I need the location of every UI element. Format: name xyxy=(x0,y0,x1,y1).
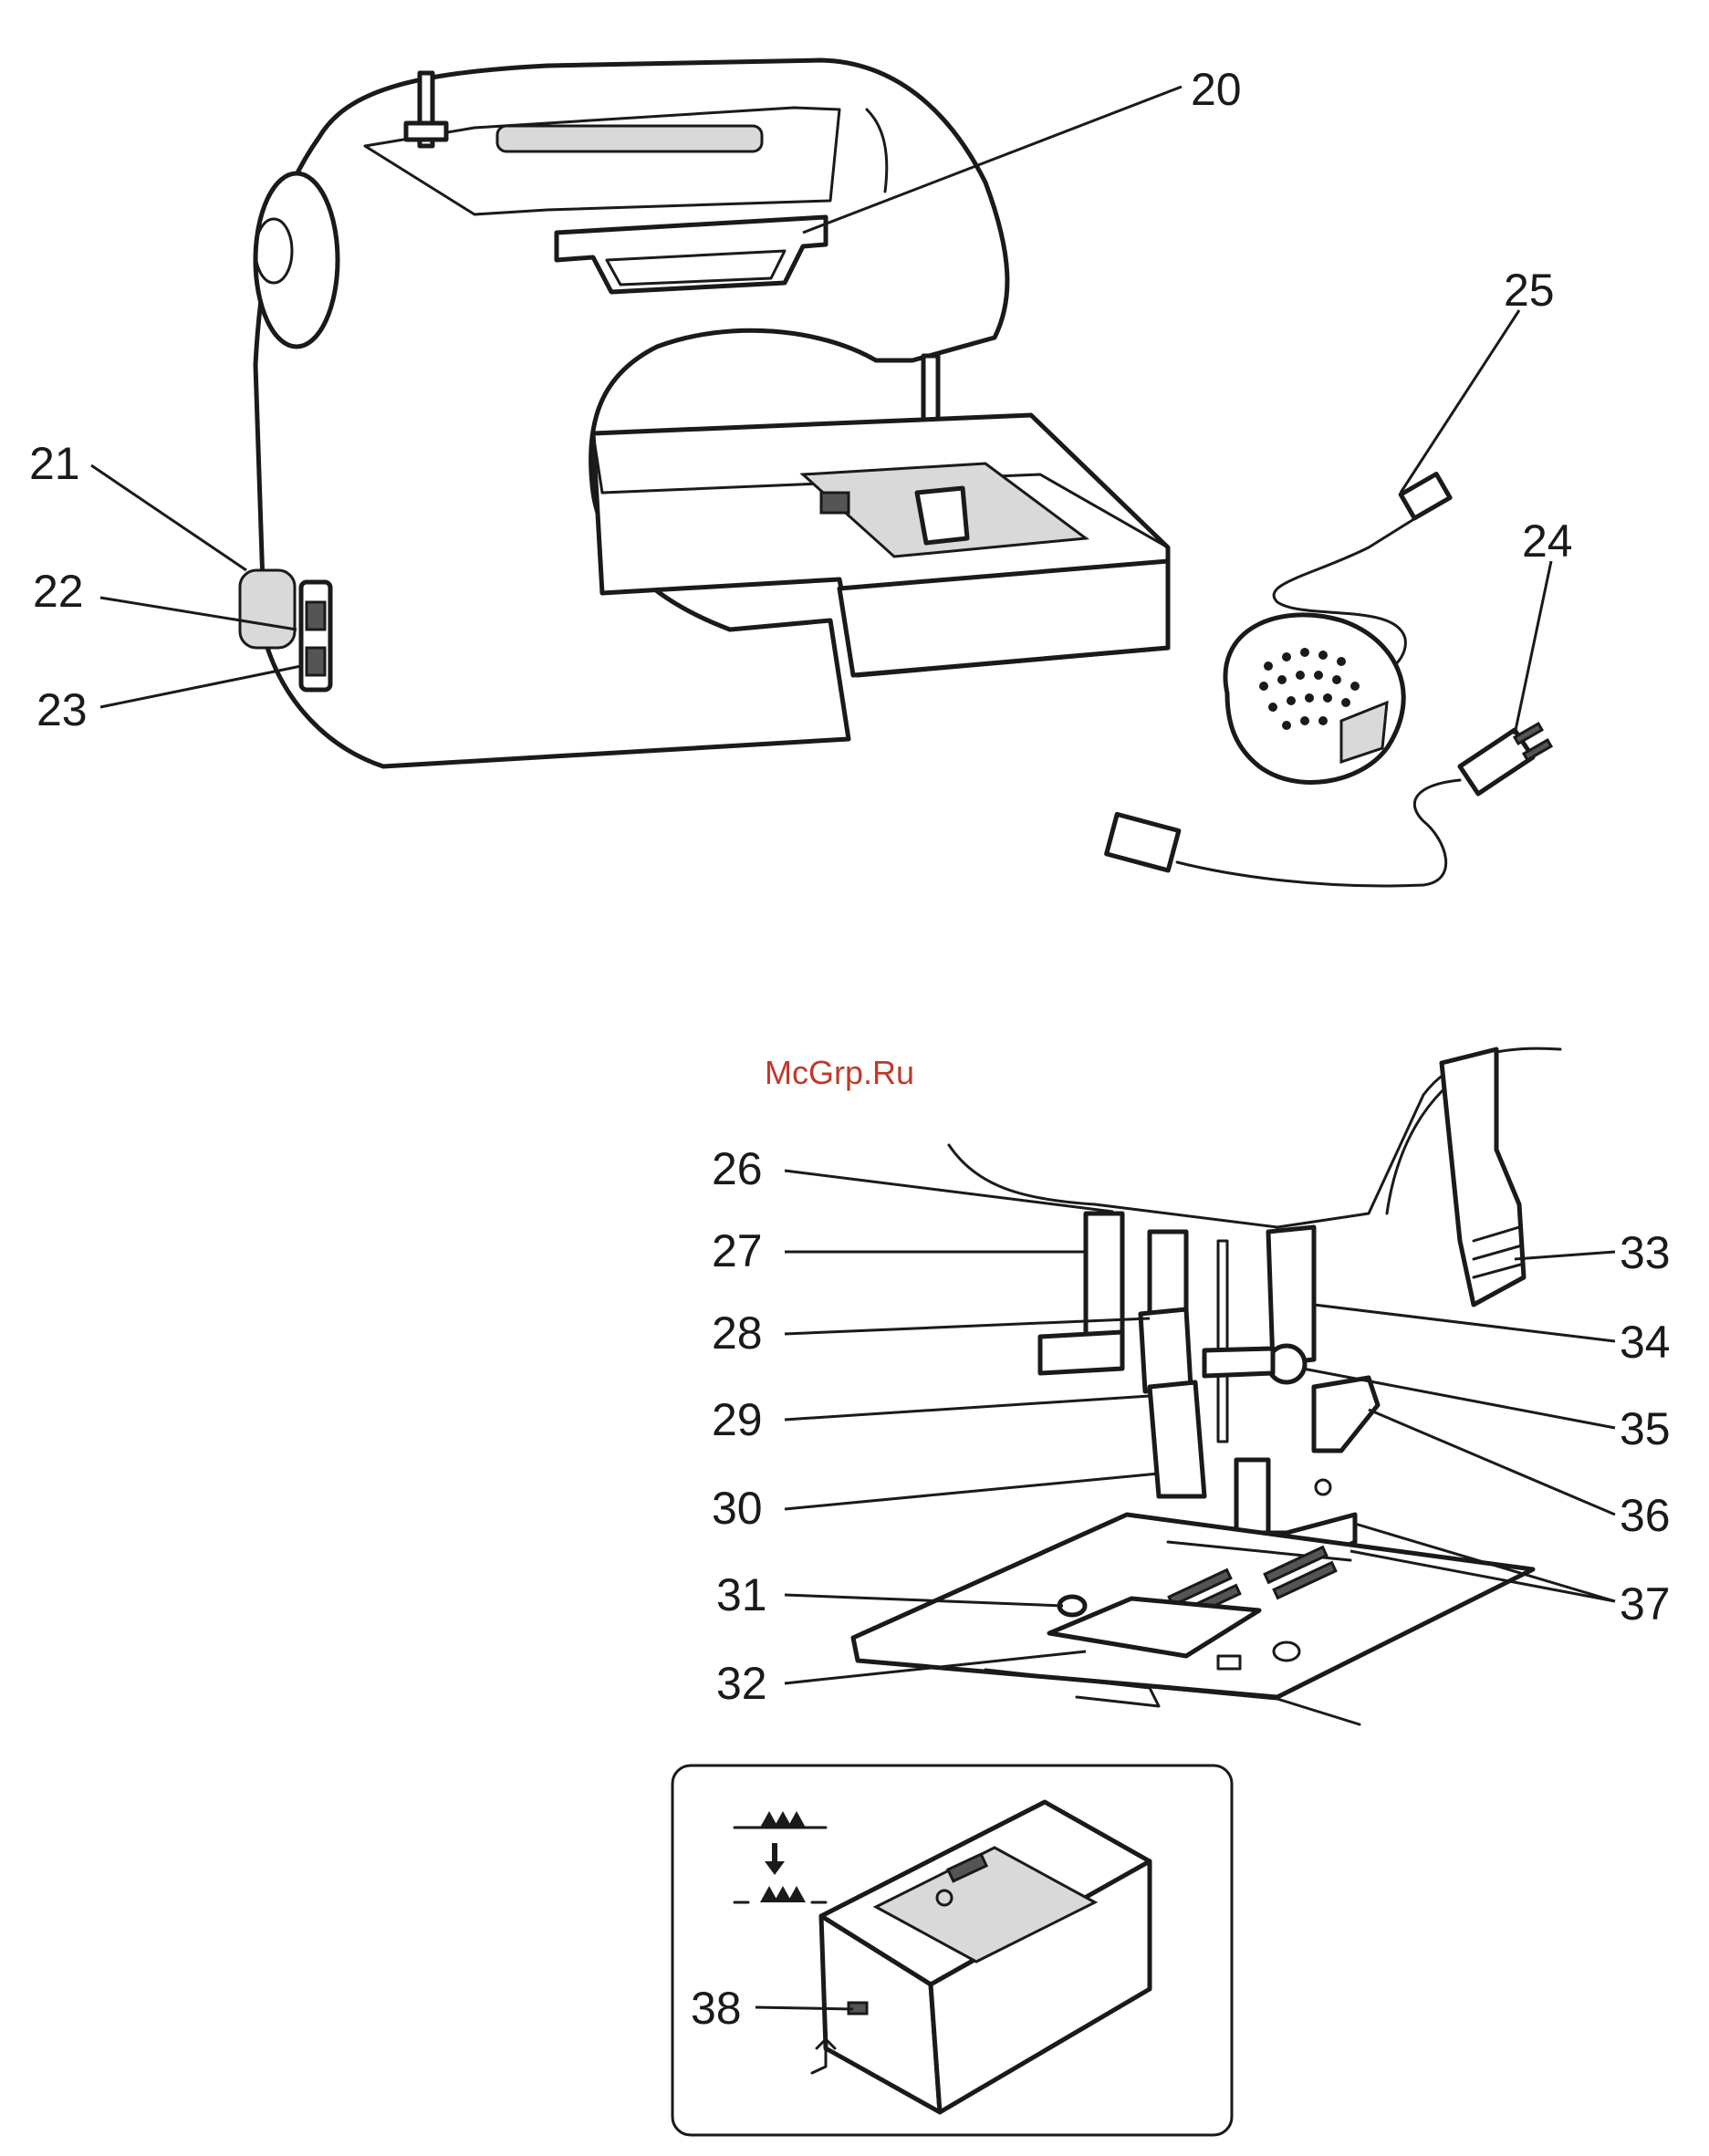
callout-28: 28 xyxy=(712,1307,763,1359)
callout-25: 25 xyxy=(1504,265,1555,316)
needle-clamp-bracket xyxy=(1204,1349,1273,1376)
callout-31: 31 xyxy=(716,1569,767,1620)
handwheel xyxy=(255,173,338,347)
callout-29: 29 xyxy=(712,1394,763,1445)
callout-22: 22 xyxy=(33,566,84,617)
leader-23 xyxy=(100,666,301,707)
callout-32: 32 xyxy=(716,1658,767,1709)
leader-26 xyxy=(785,1171,1113,1212)
callout-34: 34 xyxy=(1620,1317,1671,1368)
leader-21 xyxy=(91,465,246,570)
leader-36 xyxy=(1369,1410,1615,1515)
wall-plug-prong-1 xyxy=(1515,724,1542,744)
holder-screw xyxy=(1316,1480,1330,1495)
feed-dog-drop-inset: 38 xyxy=(672,1765,1232,2135)
leader-24 xyxy=(1515,561,1551,734)
foot-pedal xyxy=(1225,615,1403,783)
needle-bar-closeup xyxy=(1218,1241,1227,1442)
callout-24: 24 xyxy=(1522,516,1573,567)
callout-38: 38 xyxy=(691,1983,742,2034)
power-socket xyxy=(307,648,325,675)
callout-33: 33 xyxy=(1620,1227,1671,1278)
leader-29 xyxy=(785,1396,1150,1420)
machine-plug xyxy=(1107,814,1179,870)
leader-25 xyxy=(1401,310,1519,493)
power-switch xyxy=(307,602,325,630)
sewing-machine-rear-view xyxy=(240,60,1168,766)
bobbin-cover-release xyxy=(1059,1597,1085,1615)
foot-controller-and-cord xyxy=(1107,474,1551,886)
leader-38 xyxy=(756,2007,853,2009)
spool-pin-base xyxy=(406,123,446,140)
callout-37: 37 xyxy=(1620,1578,1671,1630)
face-plate xyxy=(1268,1227,1314,1364)
leader-33 xyxy=(1515,1252,1615,1259)
watermark: McGrp.Ru xyxy=(765,1054,914,1091)
leader-30 xyxy=(785,1474,1159,1509)
needle-clamp xyxy=(1150,1382,1204,1496)
power-cord xyxy=(1177,780,1460,886)
callout-30: 30 xyxy=(712,1483,763,1534)
callout-36: 36 xyxy=(1620,1490,1671,1541)
callout-23: 23 xyxy=(36,684,88,735)
callout-20: 20 xyxy=(1191,64,1242,115)
leader-34 xyxy=(1314,1305,1615,1341)
callout-35: 35 xyxy=(1620,1403,1671,1454)
callout-26: 26 xyxy=(712,1143,763,1194)
presser-foot-holder xyxy=(1314,1378,1378,1451)
side-vent-grille xyxy=(240,570,295,648)
feed-dog-mark xyxy=(821,493,849,513)
needle-area-closeup xyxy=(853,1048,1560,1724)
presser-lifter-foot xyxy=(1040,1332,1122,1373)
callout-27: 27 xyxy=(712,1225,763,1276)
presser-foot xyxy=(917,488,967,543)
top-slot xyxy=(497,126,762,151)
callout-21: 21 xyxy=(29,438,80,489)
wall-plug-prong-2 xyxy=(1524,740,1551,760)
threader-hook xyxy=(1141,1309,1191,1391)
